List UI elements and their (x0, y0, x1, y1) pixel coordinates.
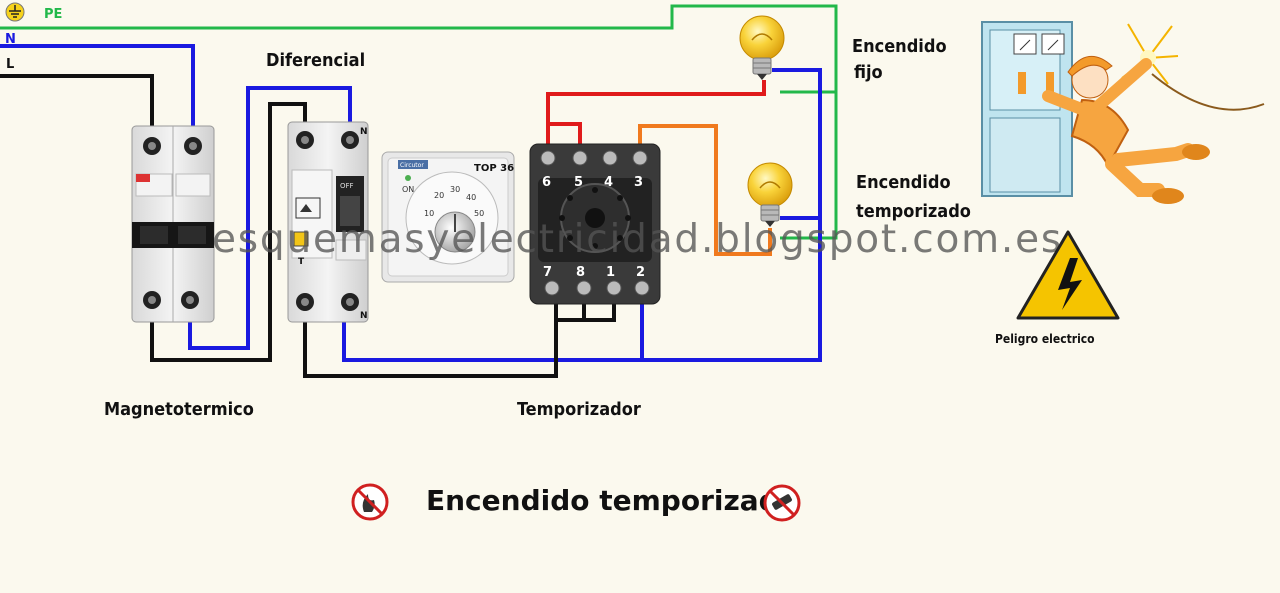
diagram-title: Encendido temporizado (426, 484, 798, 517)
n-label: N (5, 32, 16, 47)
timer-brand: Circutor (400, 162, 424, 169)
timer-scale-20: 20 (434, 191, 444, 200)
label-temporizador: Temporizador (517, 399, 641, 420)
n-wire-supply (0, 44, 195, 132)
timer-scale-30: 30 (450, 185, 460, 194)
timer-on: ON (402, 185, 414, 194)
l-wire-breaker-diff (150, 102, 307, 362)
l-label: L (6, 57, 14, 72)
diff-n-bottom: N (360, 311, 368, 321)
pin-4: 4 (604, 175, 613, 190)
timer-scale-40: 40 (466, 193, 476, 202)
diff-n-top: N (360, 127, 368, 137)
relay-socket: 6 5 4 3 7 8 1 2 (529, 143, 661, 305)
watermark: esquemasyelectricidad.blogspot.com.es (212, 217, 1063, 262)
red-wire-2 (548, 122, 582, 150)
pin-1: 1 (606, 265, 615, 280)
diff-off-label: OFF (340, 182, 354, 190)
label-encendido-temp-2: temporizado (856, 201, 971, 222)
label-encendido-temp-1: Encendido (856, 172, 951, 193)
orange-wire (638, 124, 772, 256)
pe-wire (0, 4, 838, 240)
circuit-breaker (131, 125, 215, 323)
socket-bottom-screws (544, 280, 650, 296)
l-wire-supply (0, 74, 154, 132)
no-tool-icon (763, 484, 801, 522)
differential-switch: N T OFF N (287, 121, 369, 323)
earth-symbol-icon (5, 2, 25, 22)
pe-label: PE (44, 7, 62, 22)
l-wire-bridge (556, 300, 616, 322)
bulb-icon (739, 15, 785, 80)
label-encendido-fijo-2: fijo (854, 62, 883, 83)
warning-triangle-icon (1016, 230, 1120, 320)
timer-device: Circutor TOP 36 ON 10 20 30 40 50 (381, 151, 515, 283)
socket-top-screws (540, 150, 648, 166)
bulb-icon (747, 162, 793, 227)
label-diferencial: Diferencial (266, 50, 365, 71)
no-flame-icon (351, 483, 389, 521)
n-wire-return (342, 68, 822, 362)
timer-model: TOP 36 (474, 163, 514, 174)
pin-3: 3 (634, 175, 643, 190)
pin-6: 6 (542, 175, 551, 190)
timer-scale-10: 10 (424, 209, 434, 218)
electrician-icon (981, 21, 1265, 204)
pin-7: 7 (543, 265, 552, 280)
label-encendido-fijo-1: Encendido (852, 36, 947, 57)
n-wire-breaker-diff (188, 86, 352, 350)
pin-2: 2 (636, 265, 645, 280)
pin-8: 8 (576, 265, 585, 280)
l-wire-timer (303, 300, 558, 378)
diff-t-label: T (298, 257, 305, 267)
timer-scale-50: 50 (474, 209, 484, 218)
label-magnetotermico: Magnetotermico (104, 399, 254, 420)
pin-5: 5 (574, 175, 583, 190)
label-peligro: Peligro electrico (995, 332, 1095, 346)
line-legend: PE N L (5, 2, 62, 72)
